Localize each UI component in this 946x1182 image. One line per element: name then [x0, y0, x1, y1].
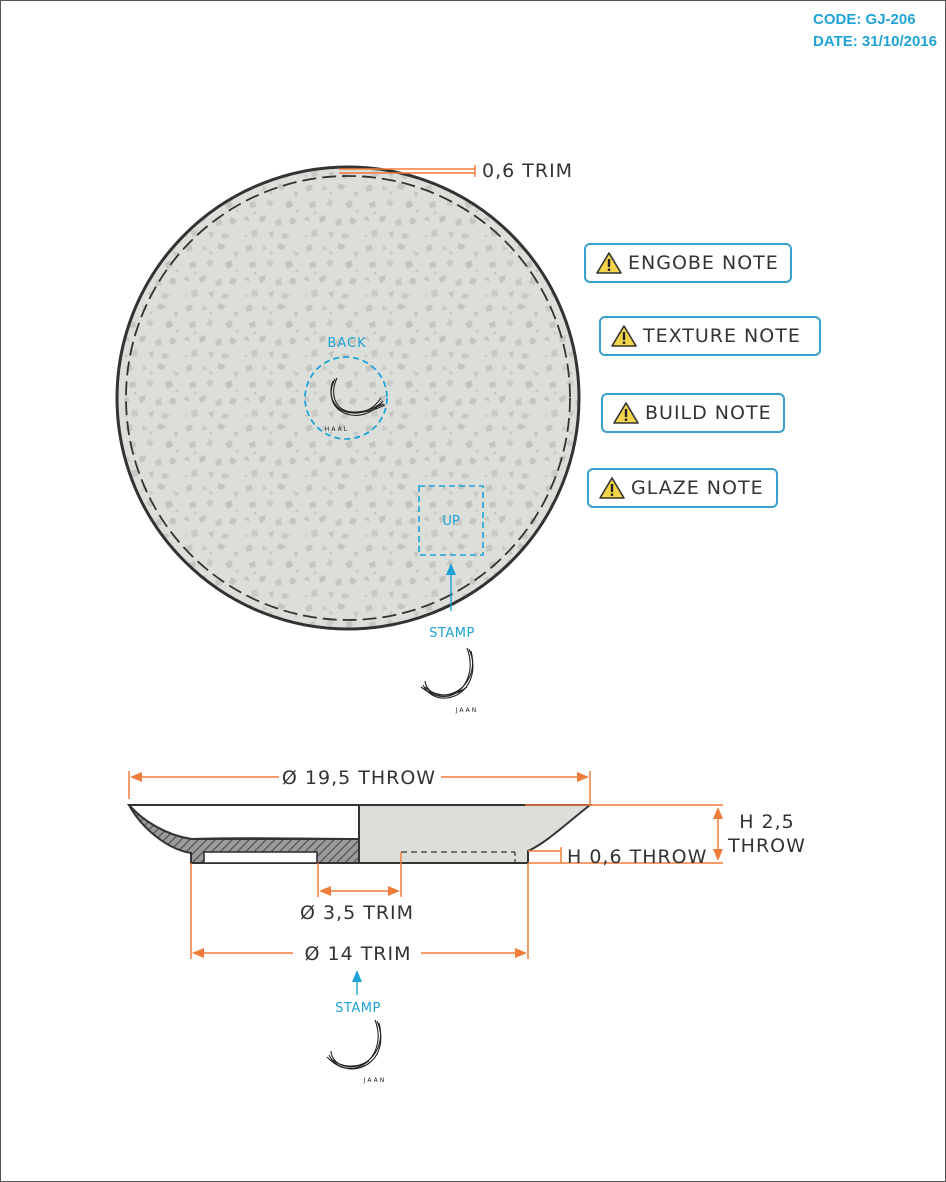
top-view: 0,6 TRIM BACK HAAL UP STAMP [115, 160, 581, 714]
warning-icon [596, 252, 622, 274]
plate-top-outline [115, 165, 581, 631]
inner-trim-label: Ø 3,5 TRIM [300, 902, 414, 924]
haal-logo [330, 377, 386, 416]
up-stamp-box [418, 485, 484, 556]
warning-icon [613, 402, 639, 424]
trim-label: 0,6 TRIM [482, 160, 573, 182]
plate-exterior-half [358, 804, 593, 864]
note-label: BUILD NOTE [645, 402, 772, 424]
haal-text: HAAL [325, 426, 349, 433]
jaan-logo [420, 647, 474, 699]
jaan-text: JAAN [455, 707, 479, 714]
code-label: CODE: GJ-206 [813, 11, 916, 28]
up-label: UP [442, 514, 460, 529]
back-stamp-circle [304, 356, 388, 440]
throw-diameter-label: Ø 19,5 THROW [282, 767, 436, 789]
texture-note[interactable]: TEXTURE NOTE [599, 316, 821, 356]
note-label: GLAZE NOTE [631, 477, 764, 499]
warning-icon [611, 325, 637, 347]
warning-icon [599, 477, 625, 499]
trim-line [125, 175, 571, 621]
section-stamp-label: STAMP [335, 1001, 381, 1016]
note-label: TEXTURE NOTE [643, 325, 801, 347]
foot-height-label: H 0,6 THROW [567, 846, 707, 868]
height-label: H 2,5 [739, 811, 795, 833]
build-note[interactable]: BUILD NOTE [601, 393, 785, 433]
section-jaan-logo [326, 1019, 382, 1070]
back-label: BACK [327, 336, 366, 351]
foot-trim-label: Ø 14 TRIM [304, 943, 411, 965]
title-block: CODE: GJ-206 DATE: 31/10/2016 [813, 9, 937, 53]
section-view: Ø 19,5 THROW H 2,5 THROW H 0,6 THROW Ø 3… [126, 767, 806, 1084]
glaze-note[interactable]: GLAZE NOTE [587, 468, 778, 508]
date-label: DATE: 31/10/2016 [813, 33, 937, 50]
foot-recess [203, 851, 318, 864]
stamp-label: STAMP [429, 626, 475, 641]
section-jaan-text: JAAN [363, 1077, 387, 1084]
note-label: ENGOBE NOTE [628, 252, 779, 274]
engobe-note[interactable]: ENGOBE NOTE [584, 243, 792, 283]
height-label-throw: THROW [727, 835, 806, 857]
